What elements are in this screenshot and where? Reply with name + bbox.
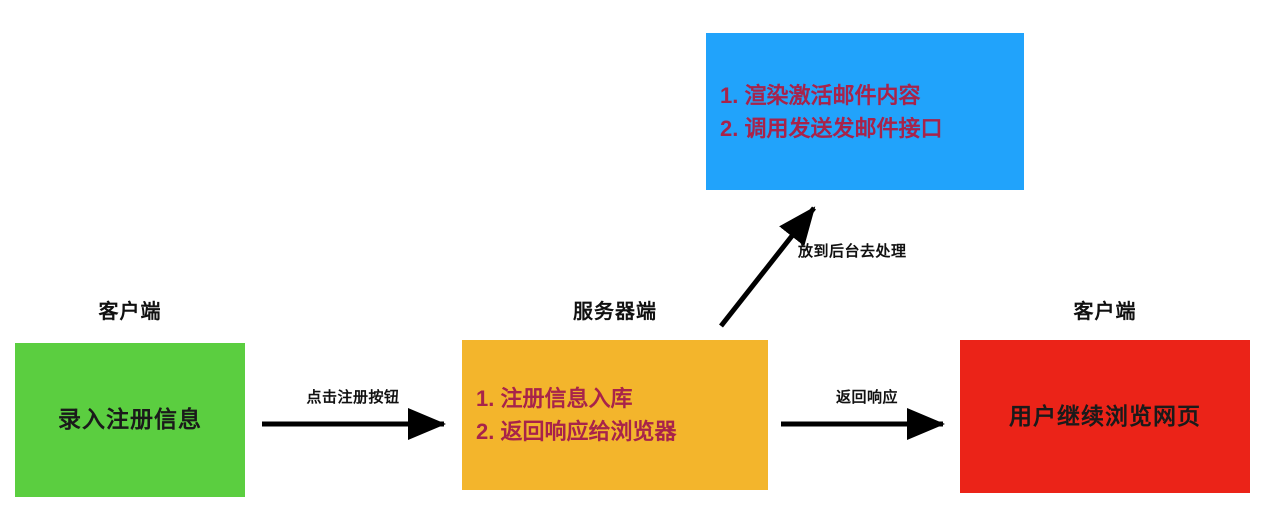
node-client-browse-label: 用户继续浏览网页 [1009, 402, 1201, 429]
node-server-process-line1: 1. 注册信息入库 [476, 386, 633, 411]
header-label-client-right: 客户端 [1073, 301, 1137, 323]
node-background-task-line1: 1. 渲染激活邮件内容 [720, 82, 921, 108]
header-label-client-left: 客户端 [98, 301, 162, 323]
edge-label-click-register: 点击注册按钮 [306, 389, 400, 406]
node-client-input-label: 录入注册信息 [58, 406, 202, 433]
node-background-task-line2: 2. 调用发送发邮件接口 [720, 115, 943, 141]
edge-label-return-response: 返回响应 [835, 389, 898, 406]
node-client-browse[interactable]: 用户继续浏览网页 [960, 340, 1250, 493]
node-background-task[interactable]: 1. 渲染激活邮件内容 2. 调用发送发邮件接口 [706, 33, 1024, 190]
node-server-process[interactable]: 1. 注册信息入库 2. 返回响应给浏览器 [462, 340, 768, 490]
node-client-input[interactable]: 录入注册信息 [15, 343, 245, 497]
edge-label-background-process: 放到后台去处理 [798, 243, 907, 260]
node-server-process-line2: 2. 返回响应给浏览器 [476, 419, 677, 444]
header-label-server: 服务器端 [573, 301, 657, 323]
